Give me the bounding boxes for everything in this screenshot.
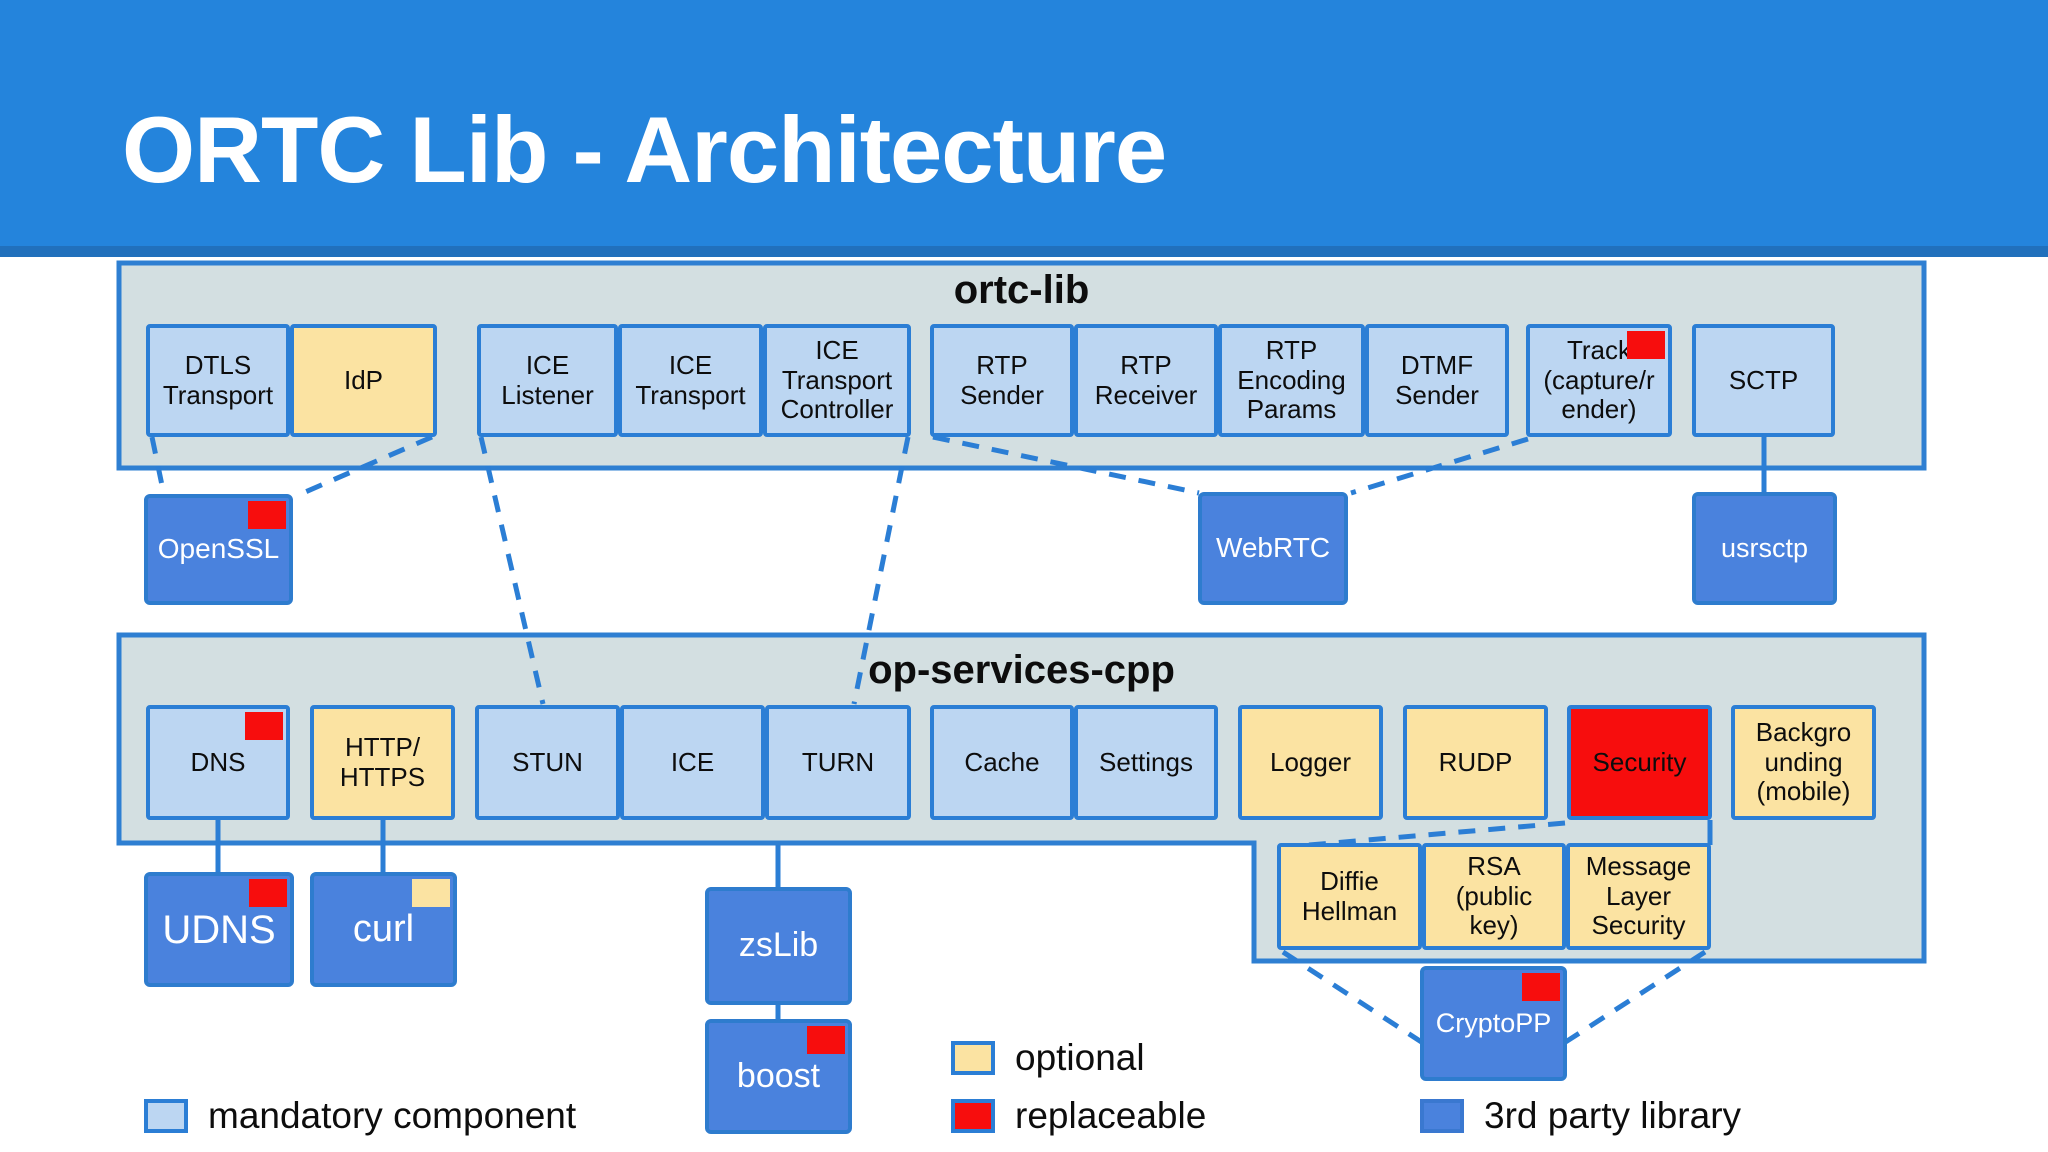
box-curl: curl	[310, 872, 457, 987]
box-dtmf-sender: DTMF Sender	[1365, 324, 1509, 437]
box-webrtc: WebRTC	[1198, 492, 1348, 605]
link-track-webrtc	[1350, 436, 1529, 496]
link-ice-controller-turn	[851, 436, 911, 705]
replaceable-indicator	[245, 712, 283, 740]
box-settings: Settings	[1074, 705, 1218, 820]
legend-label-optional: optional	[1015, 1037, 1145, 1078]
optional-color-swatch	[951, 1041, 995, 1075]
legend-label-replaceable: replaceable	[1015, 1095, 1207, 1136]
link-crypto-group-cryptopp-left	[1281, 949, 1425, 1046]
box-label-http-https: HTTP/ HTTPS	[339, 731, 426, 792]
box-http-https: HTTP/ HTTPS	[310, 705, 455, 820]
box-label-webrtc: WebRTC	[1215, 532, 1331, 564]
legend-item-mandatory: mandatory component	[144, 1094, 576, 1138]
box-ice: ICE	[620, 705, 765, 820]
box-zslib: zsLib	[705, 887, 852, 1005]
box-label-ice-transport-controller: ICE Transport Controller	[780, 334, 894, 425]
slide-title: ORTC Lib - Architecture	[122, 97, 1167, 202]
box-cryptopp: CryptoPP	[1420, 966, 1567, 1081]
box-label-dtls-transport: DTLS Transport	[162, 349, 274, 410]
replaceable-indicator	[807, 1026, 845, 1054]
box-message-layer-security: Message Layer Security	[1566, 843, 1711, 950]
box-turn: TURN	[765, 705, 911, 820]
box-label-stun: STUN	[512, 746, 583, 777]
box-security: Security	[1567, 705, 1712, 820]
box-label-dns: DNS	[190, 746, 246, 777]
box-label-ice-transport: ICE Transport	[635, 349, 746, 410]
header-bar	[0, 0, 2048, 246]
box-label-rtp-sender: RTP Sender	[960, 349, 1044, 410]
box-diffie-hellman: Diffie Hellman	[1277, 843, 1422, 950]
box-udns: UDNS	[144, 872, 294, 987]
op-services-cpp-band-label: op-services-cpp	[868, 648, 1175, 692]
box-label-security: Security	[1592, 746, 1687, 777]
box-rtp-receiver: RTP Receiver	[1074, 324, 1218, 437]
legend-item-third-party: 3rd party library	[1420, 1094, 1741, 1138]
box-label-backgrounding: Backgro unding (mobile)	[1755, 716, 1852, 807]
box-boost: boost	[705, 1019, 852, 1134]
box-rtp-encoding-params: RTP Encoding Params	[1218, 324, 1365, 437]
link-idp-openssl	[295, 434, 433, 499]
box-label-zslib: zsLib	[738, 926, 819, 965]
box-stun: STUN	[475, 705, 620, 820]
box-label-rtp-encoding-params: RTP Encoding Params	[1237, 334, 1346, 425]
link-ice-listener-stun	[478, 436, 546, 705]
legend-label-third-party: 3rd party library	[1484, 1095, 1742, 1136]
box-openssl: OpenSSL	[144, 494, 293, 605]
box-idp: IdP	[290, 324, 437, 437]
box-label-rtp-receiver: RTP Receiver	[1094, 349, 1198, 410]
legend-item-replaceable: replaceable	[951, 1094, 1206, 1138]
replaceable-indicator	[1522, 973, 1560, 1001]
replaceable-indicator	[1627, 331, 1665, 359]
optional-indicator	[412, 879, 450, 907]
box-dns: DNS	[146, 705, 290, 820]
link-crypto-group-cryptopp-right	[1562, 949, 1707, 1046]
box-backgrounding: Backgro unding (mobile)	[1731, 705, 1876, 820]
box-rsa-public-key: RSA (public key)	[1422, 843, 1566, 950]
replaceable-color-swatch	[951, 1099, 995, 1133]
box-label-track: Track (capture/r ender)	[1543, 334, 1655, 425]
box-label-dtmf-sender: DTMF Sender	[1395, 349, 1479, 410]
ortc-lib-band-label: ortc-lib	[953, 268, 1090, 312]
box-label-openssl: OpenSSL	[157, 533, 280, 565]
box-label-sctp: SCTP	[1728, 364, 1799, 395]
box-label-curl: curl	[352, 907, 415, 950]
box-sctp: SCTP	[1692, 324, 1835, 437]
box-label-cache: Cache	[964, 746, 1040, 777]
replaceable-indicator	[249, 879, 287, 907]
box-dtls-transport: DTLS Transport	[146, 324, 290, 437]
box-rudp: RUDP	[1403, 705, 1548, 820]
box-label-message-layer-security: Message Layer Security	[1585, 850, 1692, 941]
mandatory-color-swatch	[144, 1099, 188, 1133]
box-label-ice-listener: ICE Listener	[501, 349, 594, 410]
legend-item-optional: optional	[951, 1036, 1145, 1080]
legend-label-mandatory: mandatory component	[208, 1095, 577, 1136]
box-label-udns: UDNS	[162, 907, 276, 952]
link-rtp-sender-webrtc	[932, 434, 1200, 496]
box-label-idp: IdP	[343, 364, 384, 395]
link-security-crypto-group	[1285, 820, 1566, 850]
link-dtls-openssl	[149, 436, 167, 496]
box-usrsctp: usrsctp	[1692, 492, 1837, 605]
box-logger: Logger	[1238, 705, 1383, 820]
box-track: Track (capture/r ender)	[1526, 324, 1672, 437]
box-label-rudp: RUDP	[1438, 746, 1513, 777]
box-ice-transport-controller: ICE Transport Controller	[763, 324, 911, 437]
box-label-turn: TURN	[801, 746, 875, 777]
box-label-ice: ICE	[670, 746, 715, 777]
box-label-logger: Logger	[1270, 746, 1351, 777]
box-rtp-sender: RTP Sender	[930, 324, 1074, 437]
box-label-diffie-hellman: Diffie Hellman	[1301, 865, 1398, 926]
box-cache: Cache	[930, 705, 1074, 820]
box-label-rsa-public-key: RSA (public key)	[1455, 850, 1533, 941]
box-ice-transport: ICE Transport	[618, 324, 763, 437]
header-accent-strip	[0, 246, 2048, 257]
box-label-settings: Settings	[1099, 746, 1193, 777]
replaceable-indicator	[248, 501, 286, 529]
box-label-cryptopp: CryptoPP	[1435, 1007, 1552, 1038]
third-party-color-swatch	[1420, 1099, 1464, 1133]
box-ice-listener: ICE Listener	[477, 324, 618, 437]
box-label-usrsctp: usrsctp	[1720, 532, 1809, 563]
box-label-boost: boost	[736, 1056, 821, 1095]
